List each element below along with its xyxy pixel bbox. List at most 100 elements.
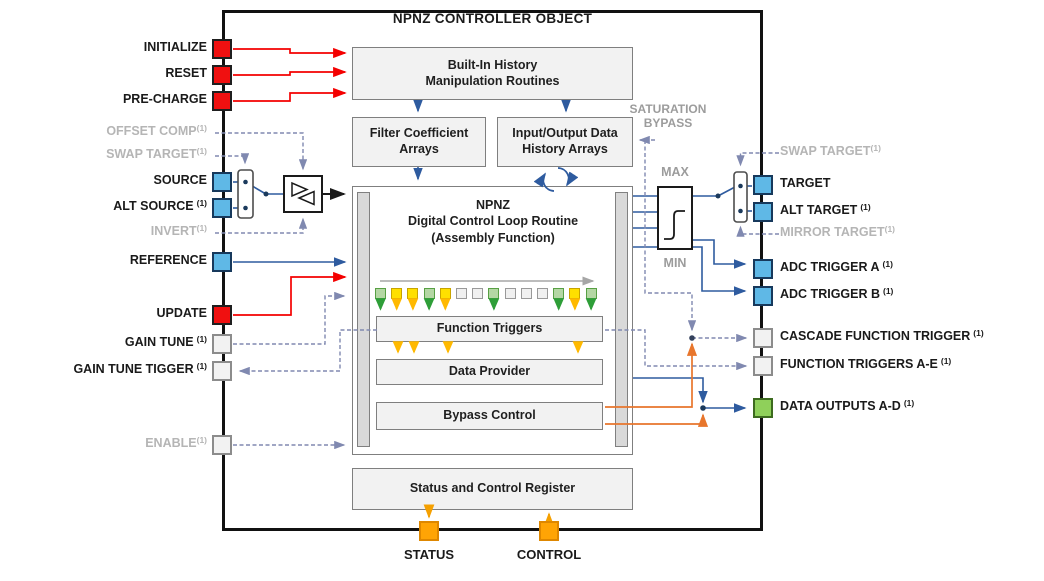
port-label-gain-tune: GAIN TUNE	[124, 335, 194, 349]
port-label-adc-trigger-a: ADC TRIGGER A	[780, 260, 880, 274]
trigger-cell-11-green	[553, 288, 565, 299]
port-label-sup: (1)	[196, 435, 207, 445]
io-history-arrays-block: Input/Output Data History Arrays	[497, 117, 633, 167]
trigger-cell-6-white	[472, 288, 484, 299]
port-alt-source	[212, 198, 232, 218]
trigger-cell-5-white	[456, 288, 467, 299]
port-label-sup: (1)	[196, 223, 207, 233]
port-label-update: UPDATE	[156, 306, 207, 320]
port-label-wrap-adc-trigger-b: ADC TRIGGER B(1)	[780, 286, 894, 301]
port-label-wrap-enable: ENABLE(1)	[7, 435, 207, 450]
port-label-wrap-swap-target: SWAP TARGET(1)	[780, 143, 881, 158]
control-loop-title: NPNZ Digital Control Loop Routine (Assem…	[407, 198, 579, 245]
status-control-register-block: Status and Control Register	[352, 468, 633, 510]
saturation-bypass-label: SATURATION BYPASS	[629, 102, 707, 130]
port-label-sup: (1)	[883, 286, 894, 296]
port-label-wrap-invert: INVERT(1)	[7, 223, 207, 238]
port-label-wrap-initialize: INITIALIZE	[7, 40, 207, 54]
port-label-swap-target: SWAP TARGET	[780, 144, 871, 158]
port-reference	[212, 252, 232, 272]
built-in-history-block: Built-In History Manipulation Routines	[352, 47, 633, 100]
port-label-invert: INVERT	[150, 224, 197, 238]
port-label-source: SOURCE	[153, 173, 207, 187]
port-adc-trigger-a	[753, 259, 773, 279]
port-label-wrap-update: UPDATE	[7, 306, 207, 320]
trigger-cell-2-yellow	[407, 288, 419, 299]
port-label-wrap-pre-charge: PRE-CHARGE	[7, 92, 207, 106]
port-cascade-function-trigger	[753, 328, 773, 348]
diagram-title: NPNZ CONTROLLER OBJECT	[392, 11, 593, 26]
port-label-swap-target: SWAP TARGET	[106, 147, 197, 161]
trigger-cell-10-white	[537, 288, 548, 299]
port-label-reset: RESET	[165, 66, 207, 80]
trigger-cell-7-green	[488, 288, 500, 299]
port-label-wrap-cascade-function-trigger: CASCADE FUNCTION TRIGGER(1)	[780, 328, 984, 343]
trigger-cell-13-green	[585, 288, 597, 299]
port-gain-tune	[212, 334, 232, 354]
port-label-sup: (1)	[860, 202, 871, 212]
port-label-target: TARGET	[780, 176, 831, 190]
trigger-cell-9-white	[520, 288, 532, 299]
port-label-wrap-gain-tune-tigger: GAIN TUNE TIGGER(1)	[7, 361, 207, 376]
port-label-wrap-gain-tune: GAIN TUNE(1)	[7, 334, 207, 349]
trigger-cell-8-white	[504, 288, 516, 299]
bypass-control-block: Bypass Control	[376, 402, 603, 430]
port-label-wrap-source: SOURCE	[7, 173, 207, 187]
port-label-wrap-adc-trigger-a: ADC TRIGGER A(1)	[780, 259, 893, 274]
port-label-sup: (1)	[196, 123, 207, 133]
port-enable	[212, 435, 232, 455]
trigger-cell-12-yellow	[569, 288, 581, 299]
port-pre-charge	[212, 91, 232, 111]
trigger-cell-0-green	[375, 288, 386, 299]
port-target	[753, 175, 773, 195]
port-label-wrap-alt-source: ALT SOURCE(1)	[7, 198, 207, 213]
trigger-cell-4-yellow	[439, 288, 451, 299]
port-label-pre-charge: PRE-CHARGE	[122, 92, 207, 106]
port-reset	[212, 65, 232, 85]
min-label: MIN	[663, 256, 687, 270]
data-provider-block: Data Provider	[376, 359, 603, 385]
port-adc-trigger-b	[753, 286, 773, 306]
port-source	[212, 172, 232, 192]
port-label-mirror-target: MIRROR TARGET	[780, 225, 885, 239]
port-label-offset-comp: OFFSET COMP	[106, 124, 197, 138]
port-status	[419, 521, 439, 541]
port-label-wrap-alt-target: ALT TARGET(1)	[780, 202, 871, 217]
port-gain-tune-tigger	[212, 361, 232, 381]
max-label: MAX	[661, 165, 689, 179]
left-rail	[357, 192, 370, 447]
port-label-sup: (1)	[973, 328, 984, 338]
port-control	[539, 521, 559, 541]
port-label-gain-tune-tigger: GAIN TUNE TIGGER	[73, 362, 194, 376]
port-label-wrap-reset: RESET	[7, 66, 207, 80]
port-label-sup: (1)	[870, 143, 881, 153]
port-update	[212, 305, 232, 325]
port-label-reference: REFERENCE	[129, 253, 207, 267]
port-label-adc-trigger-b: ADC TRIGGER B	[780, 287, 880, 301]
port-label-sup: (1)	[196, 361, 207, 371]
port-label-alt-source: ALT SOURCE	[113, 199, 194, 213]
port-label-cascade-function-trigger: CASCADE FUNCTION TRIGGER	[780, 329, 971, 343]
trigger-cell-3-green	[423, 288, 435, 299]
port-label-wrap-target: TARGET	[780, 176, 830, 190]
port-label-enable: ENABLE	[145, 436, 197, 450]
function-triggers-block: Function Triggers	[376, 316, 603, 342]
port-label-sup: (1)	[196, 198, 207, 208]
port-label-sup: (1)	[196, 334, 207, 344]
port-label-sup: (1)	[884, 224, 896, 234]
port-label-wrap-reference: REFERENCE	[7, 253, 207, 267]
port-function-triggers-a-e	[753, 356, 773, 376]
port-label-sup: (1)	[940, 356, 952, 366]
port-label-alt-target: ALT TARGET	[780, 203, 858, 217]
port-data-outputs-a-d	[753, 398, 773, 418]
port-alt-target	[753, 202, 773, 222]
trigger-cell-1-yellow	[391, 288, 403, 299]
port-initialize	[212, 39, 232, 59]
port-label-data-outputs-a-d: DATA OUTPUTS A-D	[780, 399, 901, 413]
port-label-status: STATUS	[403, 547, 455, 562]
port-label-wrap-offset-comp: OFFSET COMP(1)	[7, 123, 207, 138]
port-label-sup: (1)	[903, 398, 915, 408]
port-label-wrap-function-triggers-a-e: FUNCTION TRIGGERS A-E(1)	[780, 356, 952, 371]
port-label-wrap-data-outputs-a-d: DATA OUTPUTS A-D(1)	[780, 398, 915, 413]
